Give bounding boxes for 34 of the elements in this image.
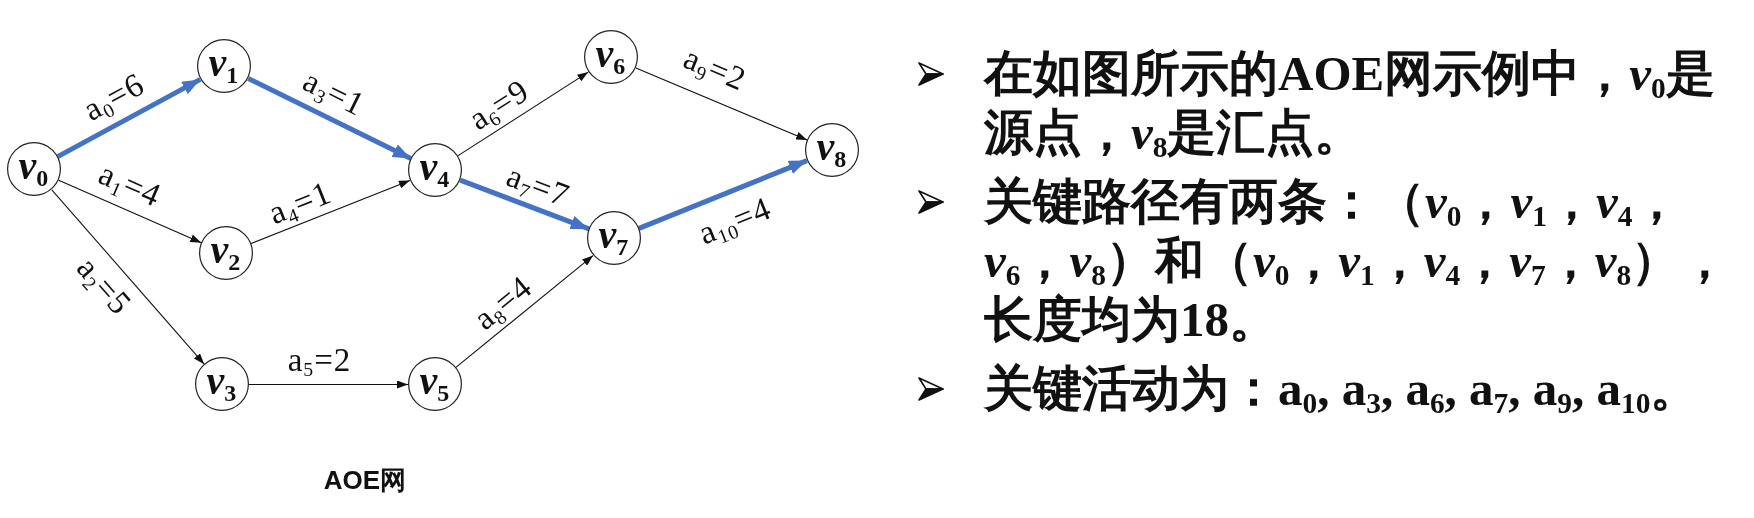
arrow bbox=[51, 189, 205, 365]
vertex-label: v$_{6}$ bbox=[595, 33, 626, 74]
figure-caption: AOE网 bbox=[323, 467, 407, 493]
vertex-label: v$_{5}$ bbox=[419, 360, 450, 401]
vertex-label: v$_{1}$ bbox=[208, 42, 239, 83]
vertex-circle bbox=[199, 226, 253, 280]
arrow bbox=[248, 380, 409, 389]
bullet-text: 在如图所示的AOE网示例中，v$_{0}$是源点，v$_{8}$是汇点。 bbox=[984, 45, 1716, 162]
vertex-label: v$_{3}$ bbox=[206, 360, 237, 401]
arrow bbox=[459, 177, 590, 232]
arrow bbox=[457, 71, 589, 157]
bullet-text: 关键活动为：a$_{0}$, a$_{3}$, a$_{6}$, a$_{7}$, a$_{9}$, a$_{10}$。 bbox=[984, 360, 1701, 418]
vertex-label: v$_{4}$ bbox=[419, 146, 450, 187]
vertex-circle bbox=[408, 357, 462, 411]
vertex-circle bbox=[408, 143, 462, 197]
edge-label: a$_{5}$=2 bbox=[287, 343, 352, 377]
vertex-label: v$_{8}$ bbox=[816, 126, 847, 167]
vertex-circle bbox=[7, 142, 61, 196]
arrow bbox=[638, 158, 808, 231]
vertex-circle bbox=[805, 123, 859, 177]
vertex-label: v$_{7}$ bbox=[598, 214, 629, 255]
arrow bbox=[635, 67, 808, 141]
vertex-label: v$_{2}$ bbox=[210, 229, 241, 270]
arrow bbox=[250, 179, 411, 245]
bullet-text: 关键路径有两条：（v$_{0}$，v$_{1}$，v$_{4}$，v$_{6}$，v$_{8}$）和（v$_{0}$，v$_{1}$，v$_{4}$，v$_{7}$，v$_{8}$），长度均为18。 bbox=[984, 173, 1731, 349]
arrow bbox=[58, 179, 202, 244]
vertex-label: v$_{0}$ bbox=[18, 145, 49, 186]
vertex-circle bbox=[197, 39, 251, 93]
arrow bbox=[247, 76, 412, 161]
arrow bbox=[455, 255, 594, 368]
vertex-circle bbox=[584, 30, 638, 84]
vertex-circle bbox=[587, 211, 641, 265]
vertex-circle bbox=[195, 357, 249, 411]
arrow bbox=[56, 77, 202, 159]
